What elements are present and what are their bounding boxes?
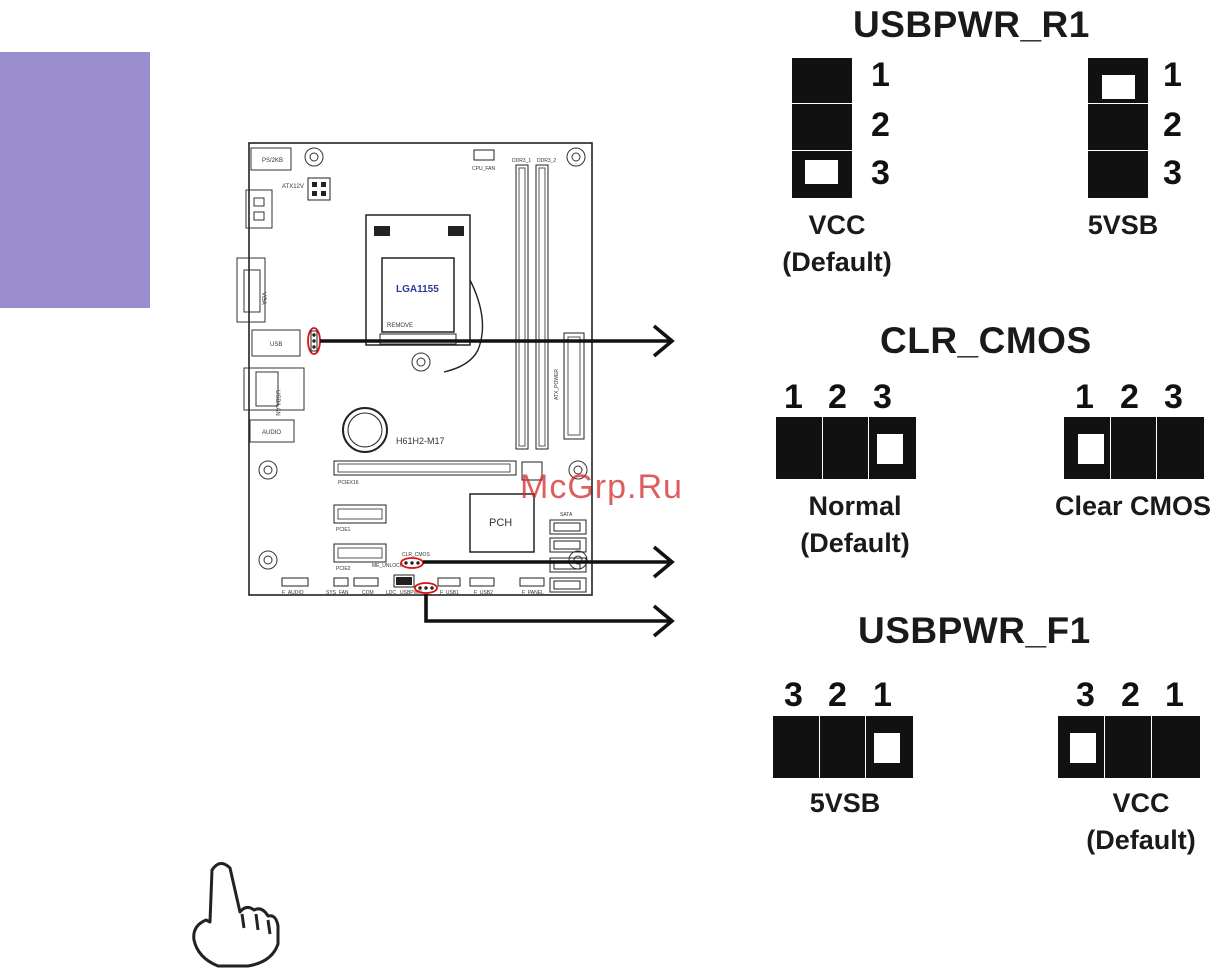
svg-text:PCH: PCH xyxy=(489,517,512,529)
svg-text:USBPWR: USBPWR xyxy=(400,590,422,596)
clr-cmos-left-caption: Normal (Default) xyxy=(800,491,910,558)
svg-text:CPU_FAN: CPU_FAN xyxy=(472,166,495,172)
usbpwr-f1-right-pin-3: 3 xyxy=(1076,676,1095,714)
usbpwr-r1-title: USBPWR_R1 xyxy=(853,4,1090,45)
svg-text:F_PANEL: F_PANEL xyxy=(522,590,544,596)
ddr3-slot-1 xyxy=(515,164,529,450)
clr-cmos-right-caption: Clear CMOS xyxy=(1054,491,1212,521)
pcie-x16-slot xyxy=(333,460,517,476)
usbpwr-r1-right-pin-3: 3 xyxy=(1163,154,1182,192)
clr-cmos-right-pin-1: 1 xyxy=(1075,378,1094,416)
ps2-port xyxy=(250,147,292,171)
svg-text:H61H2-M17: H61H2-M17 xyxy=(396,436,445,446)
usbpwr-r1-right-pin-1: 1 xyxy=(1163,56,1182,94)
audio-port xyxy=(249,419,295,443)
pcie1-slot xyxy=(333,504,387,524)
svg-text:USB: USB xyxy=(270,342,282,348)
ddr3-slot-2 xyxy=(535,164,549,450)
usb-port-top xyxy=(245,189,273,229)
svg-text:PCIE2: PCIE2 xyxy=(336,566,351,572)
vga-port xyxy=(236,257,266,323)
pcie2-slot xyxy=(333,543,387,563)
usbpwr-f1-title: USBPWR_F1 xyxy=(858,610,1091,651)
clr-cmos-left-pin-3: 3 xyxy=(873,378,892,416)
board-outline xyxy=(248,142,593,596)
svg-text:AUDIO: AUDIO xyxy=(262,430,281,436)
clr-cmos-left-pin-2: 2 xyxy=(828,378,847,416)
svg-text:PS/2KB: PS/2KB xyxy=(262,158,283,164)
clr-cmos-title: CLR_CMOS xyxy=(880,320,1092,361)
svg-text:REMOVE: REMOVE xyxy=(387,323,413,329)
svg-text:SYS_FAN: SYS_FAN xyxy=(326,590,349,596)
svg-text:F_USB1: F_USB1 xyxy=(440,590,459,596)
usbpwr-f1-right-pin-2: 2 xyxy=(1121,676,1140,714)
cpu-fan-header xyxy=(473,149,495,161)
svg-text:DDR3_1: DDR3_1 xyxy=(512,158,531,164)
svg-text:CLR_CMOS: CLR_CMOS xyxy=(402,552,430,558)
chapter-tab xyxy=(0,52,150,308)
usbpwr-f1-left-pin-1: 1 xyxy=(873,676,892,714)
usbpwr-r1-left-pin-3: 3 xyxy=(871,154,890,192)
clr-cmos-left-pin-1: 1 xyxy=(784,378,803,416)
svg-text:SATA: SATA xyxy=(560,512,573,518)
usbpwr-r1-right-pin-2: 2 xyxy=(1163,106,1182,144)
svg-text:F_USB2: F_USB2 xyxy=(474,590,493,596)
usbpwr-f1-right-caption: VCC (Default) xyxy=(1086,788,1196,855)
svg-text:ATX_POWER: ATX_POWER xyxy=(554,369,560,400)
cmos-battery xyxy=(342,407,388,453)
clr-cmos-right-pin-2: 2 xyxy=(1120,378,1139,416)
atx-power-connector xyxy=(563,332,585,440)
svg-text:DDR3_2: DDR3_2 xyxy=(537,158,556,164)
svg-text:ATX12V: ATX12V xyxy=(282,184,304,190)
watermark-text: McGrp.Ru xyxy=(520,468,683,506)
pch-chip xyxy=(469,493,535,553)
usbpwr-f1-left-pin-3: 3 xyxy=(784,676,803,714)
svg-text:COM: COM xyxy=(362,590,374,596)
pointing-hand-icon xyxy=(192,862,280,968)
usbpwr-f1-left-pin-2: 2 xyxy=(828,676,847,714)
usb-lan-port xyxy=(243,367,305,411)
usb-port xyxy=(251,329,301,357)
sata-connectors xyxy=(549,519,587,593)
svg-text:USB/LAN: USB/LAN xyxy=(274,390,280,416)
svg-text:VGA: VGA xyxy=(260,292,266,305)
leader-arrows xyxy=(320,324,675,638)
svg-text:PCIEX16: PCIEX16 xyxy=(338,480,359,486)
svg-text:ME_UNLOCK: ME_UNLOCK xyxy=(372,563,404,569)
svg-text:LGA1155: LGA1155 xyxy=(396,284,439,295)
usbpwr-f1-highlight xyxy=(414,582,438,594)
usbpwr-f1-left-caption: 5VSB xyxy=(809,788,881,818)
usbpwr-r1-left-caption: VCC (Default) xyxy=(782,210,892,277)
usbpwr-r1-left-pin-1: 1 xyxy=(871,56,890,94)
svg-text:F_AUDIO: F_AUDIO xyxy=(282,590,304,596)
usbpwr-r1-left-pin-2: 2 xyxy=(871,106,890,144)
svg-text:LDC: LDC xyxy=(386,590,396,596)
usbpwr-r1-right-caption: 5VSB xyxy=(1087,210,1159,240)
clr-cmos-right-pin-3: 3 xyxy=(1164,378,1183,416)
bottom-headers xyxy=(281,574,545,588)
atx12v-connector xyxy=(307,177,331,201)
usbpwr-f1-right-pin-1: 1 xyxy=(1165,676,1184,714)
svg-text:PCIE1: PCIE1 xyxy=(336,527,351,533)
